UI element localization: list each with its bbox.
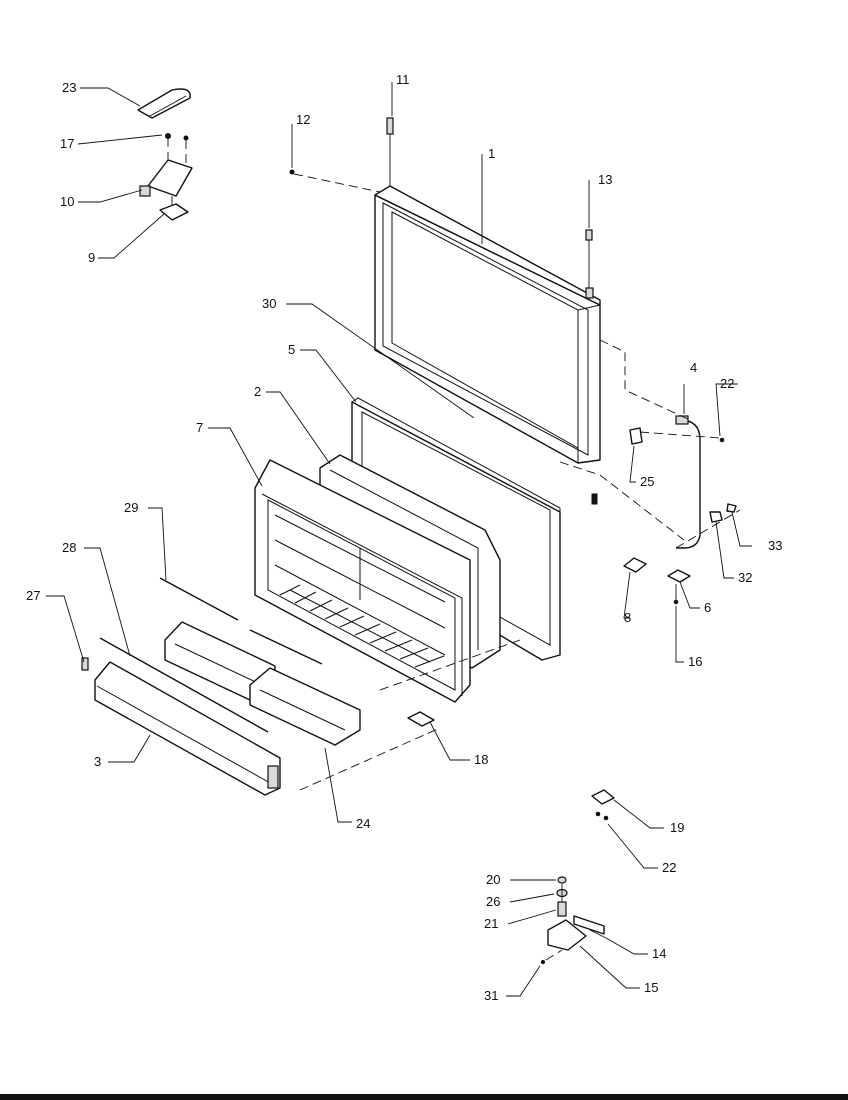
callout-26: 26 xyxy=(486,894,500,909)
hinge-cover-part xyxy=(137,88,191,119)
shelf-grid xyxy=(279,584,445,668)
rail-part xyxy=(299,639,521,791)
footer-rule xyxy=(0,1094,848,1100)
callout-17: 17 xyxy=(60,136,74,151)
callout-27: 27 xyxy=(26,588,40,603)
callout-23: 23 xyxy=(62,80,76,95)
callout-7: 7 xyxy=(196,420,203,435)
callout-5: 5 xyxy=(288,342,295,357)
callout-10: 10 xyxy=(60,194,74,209)
door-frame-part xyxy=(374,185,601,464)
callout-9: 9 xyxy=(88,250,95,265)
leader-lines xyxy=(46,82,752,997)
callout-21: 21 xyxy=(484,916,498,931)
callout-30: 30 xyxy=(262,296,276,311)
callout-11: 11 xyxy=(396,72,410,87)
callout-29: 29 xyxy=(124,500,138,515)
callout-8: 8 xyxy=(624,610,631,625)
callout-20: 20 xyxy=(486,872,500,887)
callout-19: 19 xyxy=(670,820,684,835)
bottom-bin-part xyxy=(94,661,281,796)
lower-bracket-part xyxy=(591,789,615,821)
callout-4: 4 xyxy=(690,360,697,375)
callout-3: 3 xyxy=(94,754,101,769)
callout-14: 14 xyxy=(652,946,666,961)
callout-6: 6 xyxy=(704,600,711,615)
fasteners-top xyxy=(289,117,594,299)
trim-strips-part xyxy=(81,577,323,733)
callout-18: 18 xyxy=(474,752,488,767)
callout-32: 32 xyxy=(738,570,752,585)
callout-labels: 23 17 10 9 11 12 1 13 30 5 2 7 29 28 27 … xyxy=(26,72,782,1003)
callout-2: 2 xyxy=(254,384,261,399)
door-bins-part xyxy=(164,621,361,746)
hinge-side-parts xyxy=(559,339,741,605)
door-shelf-frame-part xyxy=(254,459,471,703)
callout-1: 1 xyxy=(488,146,495,161)
bottom-hinge-assembly xyxy=(540,876,607,965)
callout-15: 15 xyxy=(644,980,658,995)
callout-13: 13 xyxy=(598,172,612,187)
callout-31: 31 xyxy=(484,988,498,1003)
callout-16: 16 xyxy=(688,654,702,669)
callout-22-upper: 22 xyxy=(720,376,734,391)
top-hinge-part xyxy=(139,133,193,221)
callout-12: 12 xyxy=(296,112,310,127)
callout-25: 25 xyxy=(640,474,654,489)
callout-28: 28 xyxy=(62,540,76,555)
callout-24: 24 xyxy=(356,816,370,831)
callout-33: 33 xyxy=(768,538,782,553)
callout-22-lower: 22 xyxy=(662,860,676,875)
